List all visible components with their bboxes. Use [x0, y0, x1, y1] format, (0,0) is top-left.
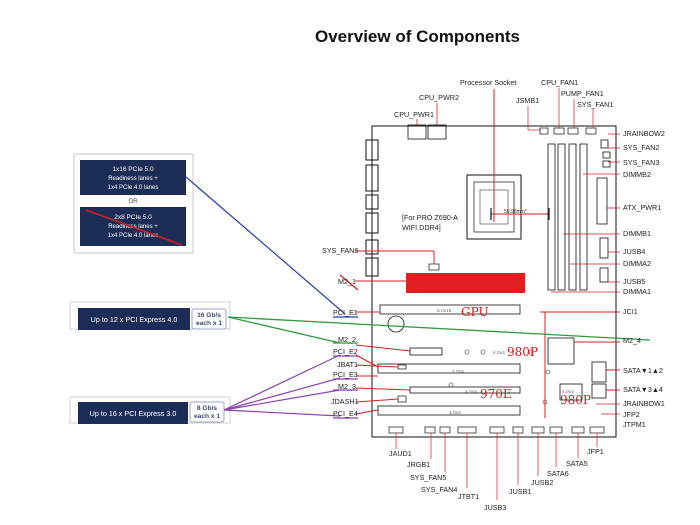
left-leaders: [355, 311, 620, 418]
label-jfp1: JFP1: [587, 447, 604, 456]
label-jtbt1: JTBT1: [458, 492, 479, 501]
dimm-slots: [547, 143, 620, 293]
m2-1-slot-highlight: [406, 273, 525, 293]
label-for-pro-2: WIFI DDR4]: [402, 223, 441, 232]
label-processor-socket: Processor Socket: [460, 78, 516, 87]
page-title: Overview of Components: [0, 27, 700, 47]
bottom-headers: [388, 403, 620, 500]
label-jusb1: JUSB1: [509, 487, 531, 496]
label-sys-fan3: SYS_FAN3: [623, 158, 659, 167]
right-connectors: [596, 133, 620, 283]
label-jci1: JCI1: [623, 307, 638, 316]
label-dimma1: DIMMA1: [623, 287, 651, 296]
annotation-970e: 970E: [480, 387, 512, 401]
label-cpu-fan1: CPU_FAN1: [541, 78, 578, 87]
label-pci-e4: PCI_E4: [333, 409, 358, 418]
or-label: OR: [129, 199, 139, 205]
label-sata5: SATA5: [566, 459, 588, 468]
label-pci-e3: PCI_E3: [333, 370, 358, 379]
pcie5-line2: Readiness lanes +: [108, 176, 158, 182]
pci3-connector-d: [223, 409, 341, 417]
label-dimmb1: DIMMB1: [623, 229, 651, 238]
label-sata34: SATA▼3▲4: [623, 385, 663, 394]
label-jusb5: JUSB5: [623, 277, 645, 286]
pcie5-line1: 1x16 PCIe 5.0: [112, 166, 154, 173]
pci3-connector-a: [223, 354, 341, 411]
label-jusb4: JUSB4: [623, 247, 645, 256]
label-sys-fan4: SYS_FAN4: [421, 485, 457, 494]
label-jdash1: JDASH1: [331, 397, 359, 406]
alt-line1: 2x8 PCIe 5.0: [114, 214, 152, 221]
pci4-speed-1: 16 Gb/s: [197, 312, 221, 319]
label-sys-fan6: SYS_FAN6: [322, 246, 358, 255]
chipset-area: [547, 337, 607, 401]
label-pci-e1: PCI_E1: [333, 308, 358, 317]
strikethrough-line: [85, 209, 183, 246]
left-small: [397, 364, 407, 403]
pci4-speed-2: each x 1: [196, 320, 222, 327]
label-jusb3: JUSB3: [484, 503, 506, 512]
label-dimma2: DIMMA2: [623, 259, 651, 268]
slot-label-x16: 5.0x16: [437, 308, 452, 314]
label-m2-1: M2_1: [338, 277, 356, 286]
annotation-980p-1: 980P: [507, 345, 538, 359]
label-pci-e2: PCI_E2: [333, 347, 358, 356]
slot-label-x4b: 3.0x4: [452, 369, 464, 375]
label-m2-2: M2_2: [338, 335, 356, 344]
pci3-label: Up to 16 x PCI Express 3.0: [90, 409, 177, 418]
annotation-980p-2: 980P: [560, 393, 591, 407]
mm-label: 50.98mm*: [504, 209, 527, 215]
slot-label-x4c: 4.0x4: [465, 389, 477, 395]
standoffs: [448, 349, 551, 405]
label-sys-fan5: SYS_FAN5: [410, 473, 446, 482]
pci4-label: Up to 12 x PCI Express 4.0: [91, 315, 178, 324]
pci3-speed-1: 8 Gb/s: [197, 405, 217, 412]
slot-label-x4f: 4.0x4: [562, 389, 574, 395]
pci3-connector-c: [223, 389, 341, 411]
label-sata12: SATA▼1▲2: [623, 366, 663, 375]
pcie5-line3: 1x4 PCIe 4.0 lanes: [108, 185, 159, 191]
pci3-panel: Up to 16 x PCI Express 3.0 8 Gb/s each x…: [69, 396, 231, 424]
pci3-connector-b: [223, 377, 341, 411]
label-sata6: SATA6: [547, 469, 569, 478]
annotation-gpu: GPU: [461, 305, 489, 319]
label-cpu-pwr1: CPU_PWR1: [394, 110, 434, 119]
label-jsmb1: JSMB1: [516, 96, 539, 105]
pci4-panel: Up to 12 x PCI Express 4.0 16 Gb/s each …: [69, 301, 231, 330]
page-title-text: Overview of Components: [315, 27, 520, 46]
cpu-power-connectors: [407, 103, 447, 140]
pcie5-panel: 1x16 PCIe 5.0 Readiness lanes + 1x4 PCIe…: [73, 153, 194, 254]
pci4-connector-b: [227, 316, 651, 341]
label-sys-fan2: SYS_FAN2: [623, 143, 659, 152]
label-jbat1: JBAT1: [337, 360, 358, 369]
label-cpu-pwr2: CPU_PWR2: [419, 93, 459, 102]
pci4-connector-a: [227, 316, 341, 344]
label-atx-pwr1: ATX_PWR1: [623, 203, 661, 212]
label-for-pro-1: [For PRO Z690-A: [402, 213, 458, 222]
label-jrainbow1: JRAINBOW1: [623, 399, 665, 408]
label-sys-fan1: SYS_FAN1: [577, 100, 613, 109]
top-headers: [527, 88, 597, 135]
label-jusb2: JUSB2: [531, 478, 553, 487]
sys-fan6-header: [428, 263, 440, 271]
label-dimmb2: DIMMB2: [623, 170, 651, 179]
slot-label-x4a: 4.0x4: [493, 350, 505, 356]
label-m2-4: M2_4: [623, 336, 641, 345]
label-pump-fan1: PUMP_FAN1: [561, 89, 604, 98]
label-m2-3: M2_3: [338, 382, 356, 391]
cpu-socket: 50.98mm*: [466, 89, 550, 240]
alt-line3: 1x4 PCIe 4.0 lanes: [108, 233, 159, 239]
label-jfp2: JFP2: [623, 410, 640, 419]
slot-label-x4d: 3.0x4: [449, 410, 461, 416]
label-jaud1: JAUD1: [389, 449, 412, 458]
label-jtpm1: JTPM1: [623, 420, 646, 429]
pcie5-connector: [185, 176, 346, 315]
label-jrgb1: JRGB1: [407, 460, 430, 469]
m2-1-strike: [339, 274, 359, 291]
label-jrainbow2: JRAINBOW2: [623, 129, 665, 138]
pci3-speed-2: each x 1: [194, 413, 220, 420]
